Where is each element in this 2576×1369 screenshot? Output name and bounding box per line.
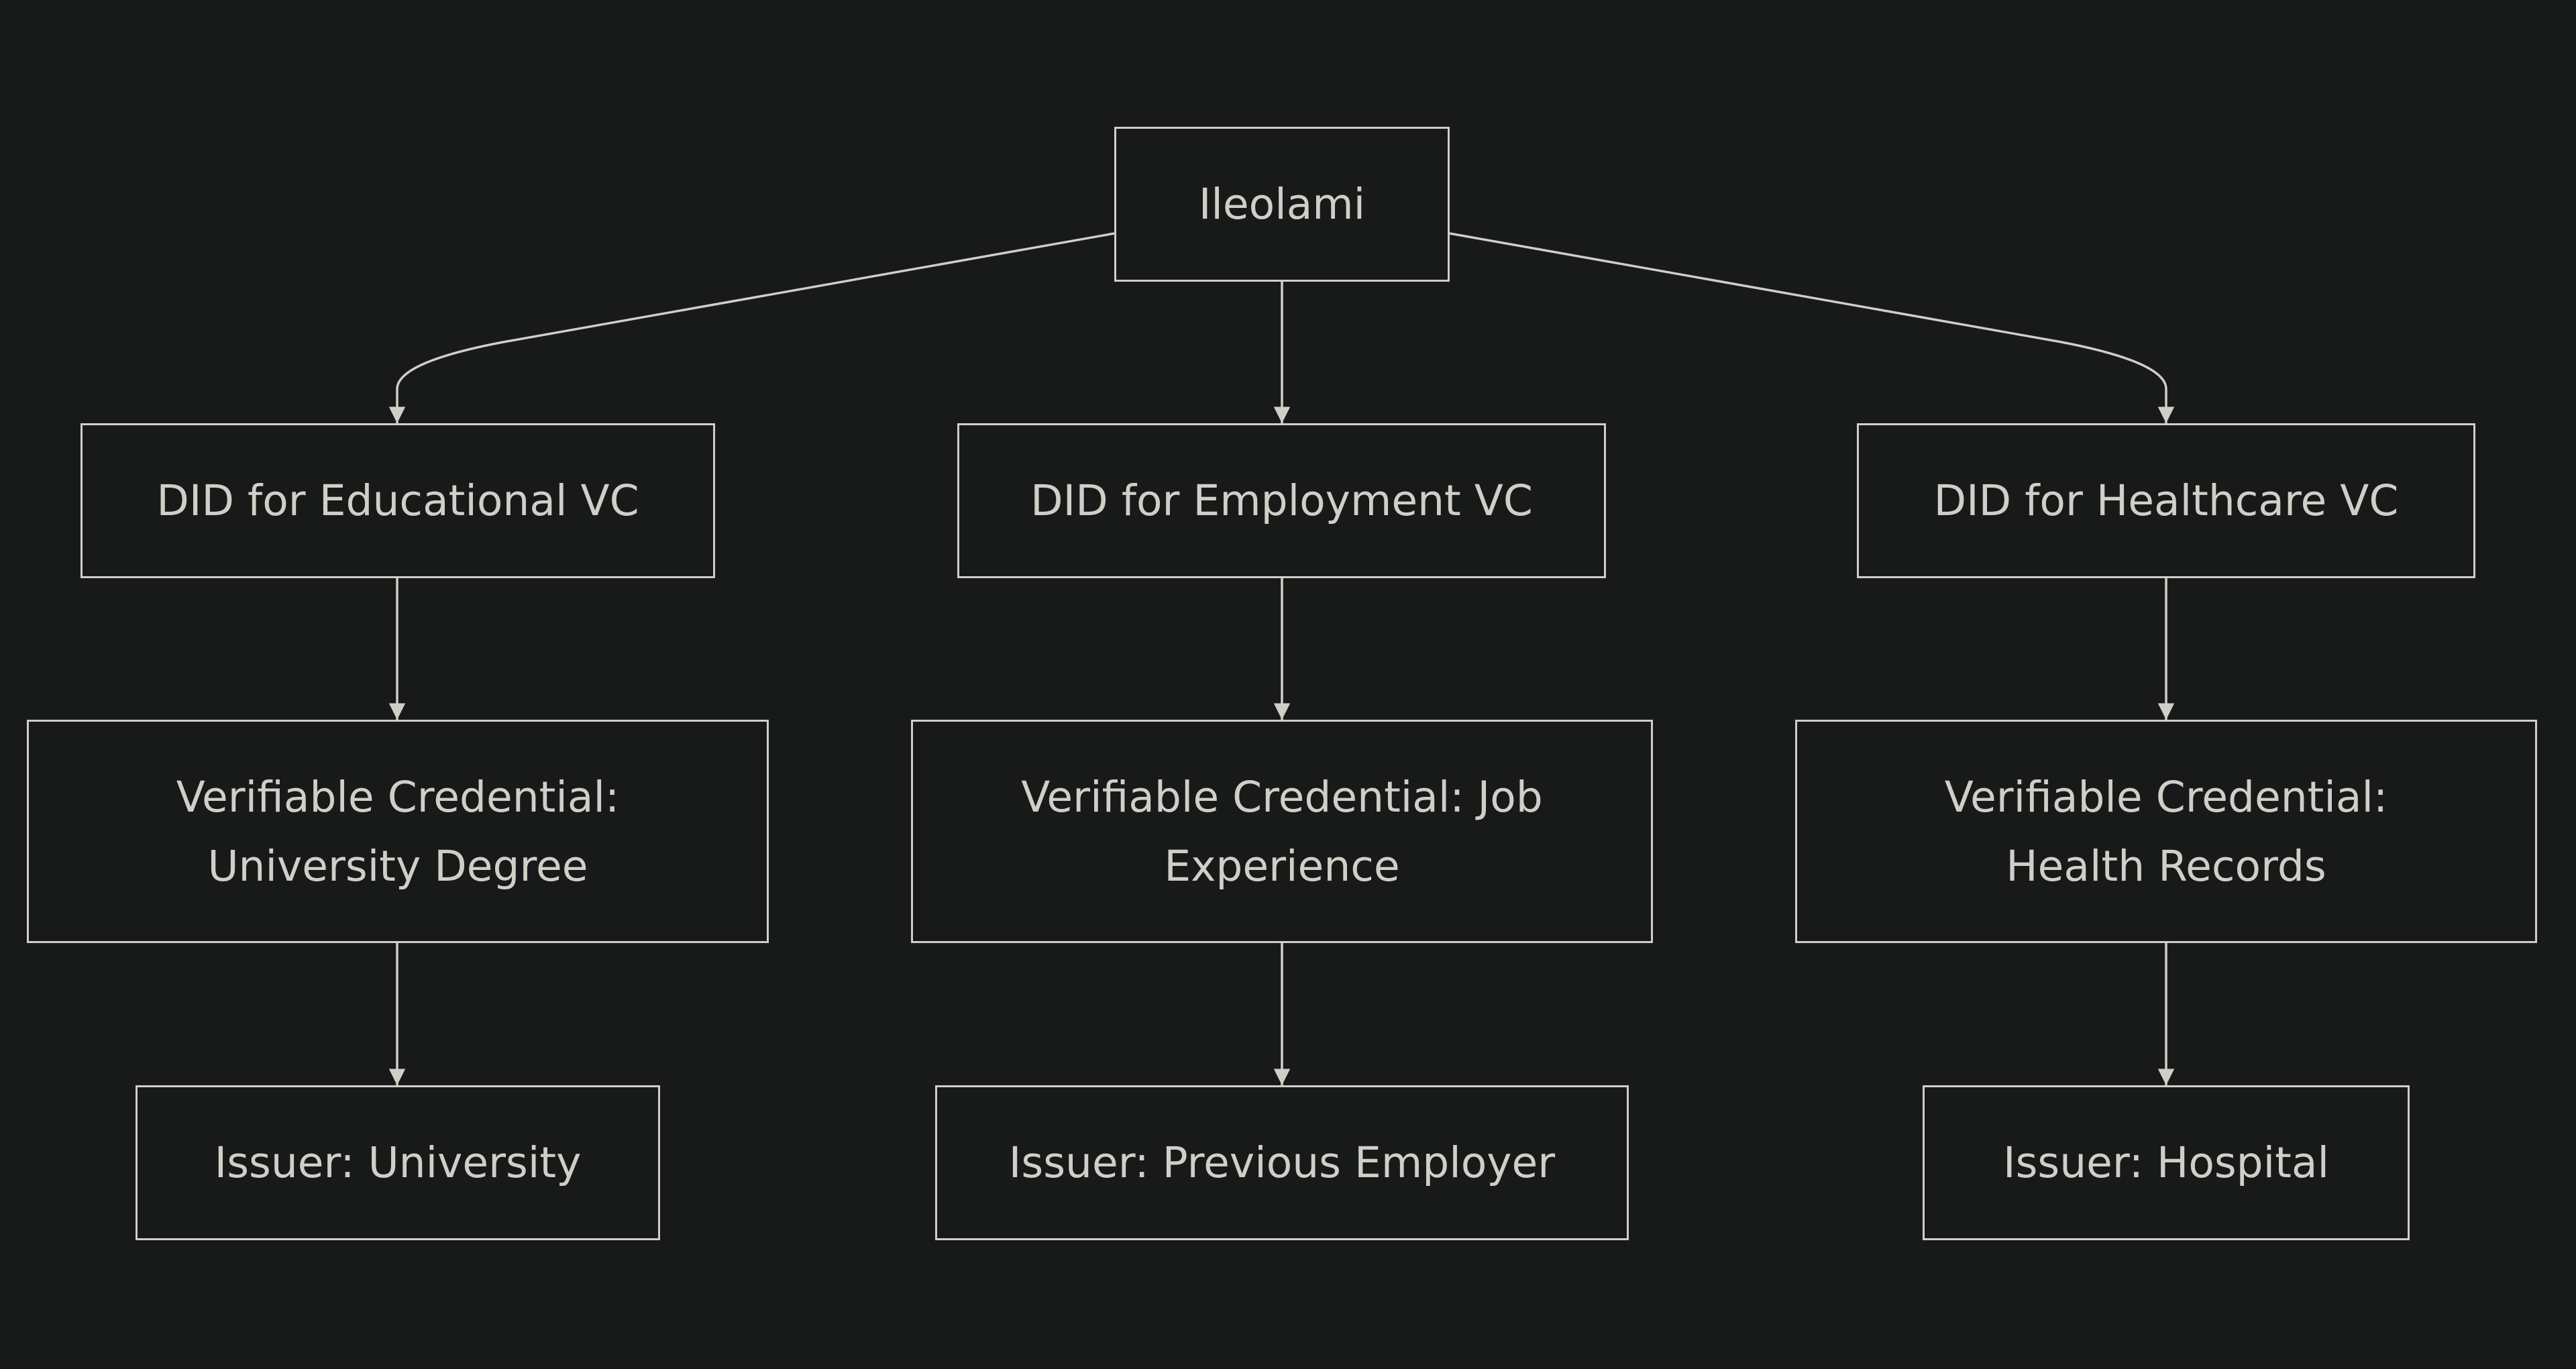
edge-root-to-did-health — [1449, 232, 2175, 423]
node-label-line-2: Health Records — [2006, 841, 2326, 891]
node-label: DID for Educational VC — [156, 476, 639, 525]
node-label-line-2: University Degree — [207, 841, 588, 891]
edge-root-to-did-edu — [388, 232, 1115, 423]
node-label-line-1: Verifiable Credential: Job — [1021, 772, 1543, 822]
node-did-employment-vc: DID for Employment VC — [957, 423, 1606, 578]
node-label: Ileolami — [1198, 180, 1366, 229]
node-vc-job-experience: Verifiable Credential: Job Experience — [911, 720, 1653, 943]
node-label-line-1: Verifiable Credential: — [1944, 772, 2388, 822]
node-did-educational-vc: DID for Educational VC — [80, 423, 715, 578]
node-issuer-hospital: Issuer: Hospital — [1923, 1085, 2410, 1240]
node-label-line-1: Verifiable Credential: — [176, 772, 620, 822]
node-ileolami: Ileolami — [1114, 127, 1450, 282]
node-vc-university-degree: Verifiable Credential: University Degree — [27, 720, 769, 943]
node-text: Verifiable Credential: University Degree — [176, 763, 619, 901]
node-text: Verifiable Credential: Health Records — [1945, 763, 2387, 901]
node-label: Issuer: Previous Employer — [1008, 1138, 1556, 1187]
node-label: Issuer: University — [214, 1138, 582, 1187]
node-issuer-university: Issuer: University — [136, 1085, 660, 1240]
node-label-line-2: Experience — [1164, 841, 1400, 891]
node-issuer-previous-employer: Issuer: Previous Employer — [935, 1085, 1629, 1240]
node-label: DID for Healthcare VC — [1933, 476, 2399, 525]
node-text: Verifiable Credential: Job Experience — [1021, 763, 1543, 901]
node-label: Issuer: Hospital — [2002, 1138, 2329, 1187]
node-label: DID for Employment VC — [1030, 476, 1533, 525]
node-vc-health-records: Verifiable Credential: Health Records — [1795, 720, 2537, 943]
node-did-healthcare-vc: DID for Healthcare VC — [1857, 423, 2475, 578]
